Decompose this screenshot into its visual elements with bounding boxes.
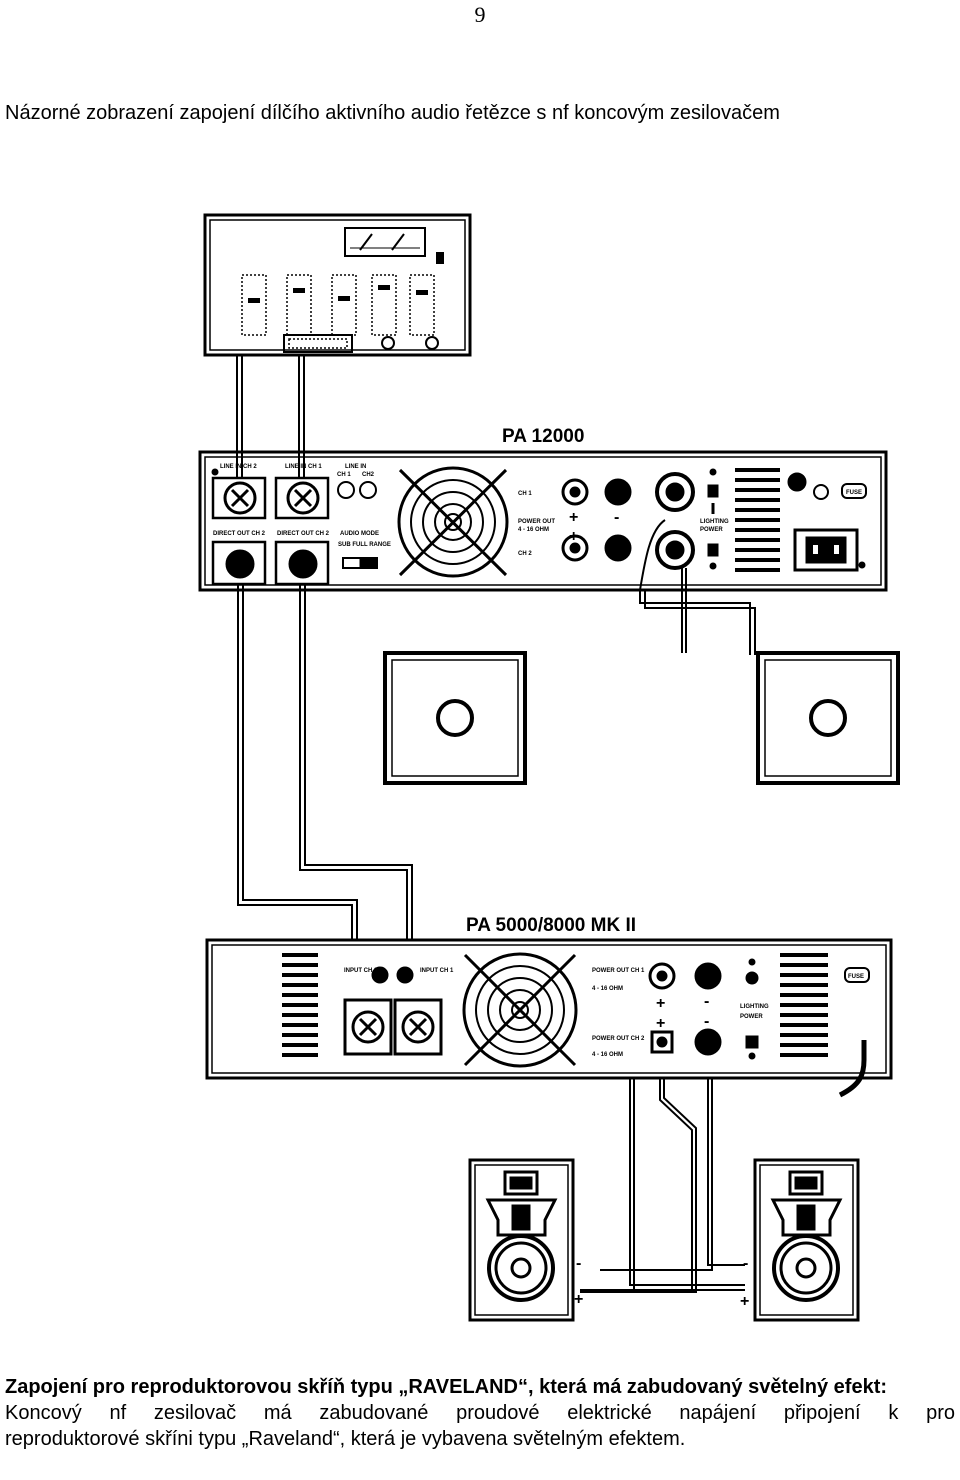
caption-body-line-2: reproduktorové skříni typu „Raveland“, k… <box>5 1428 686 1450</box>
svg-text:LIGHTING: LIGHTING <box>700 519 729 525</box>
svg-text:+: + <box>656 995 665 1012</box>
bottom-amp-title: PA 5000/8000 MK II <box>466 915 636 936</box>
speaker-left <box>468 1158 575 1322</box>
svg-text:INPUT CH 2: INPUT CH 2 <box>344 968 378 974</box>
svg-text:-: - <box>614 509 619 526</box>
svg-text:CH 2: CH 2 <box>518 551 532 557</box>
top-amp-labels: LINE IN CH 2 LINE IN CH 1 LINE IN CH 1 C… <box>213 464 862 557</box>
svg-text:LINE IN: LINE IN <box>345 464 366 470</box>
svg-text:CH 1: CH 1 <box>337 472 351 478</box>
svg-text:-: - <box>743 1255 748 1272</box>
svg-text:4 - 16 OHM: 4 - 16 OHM <box>592 986 623 992</box>
caption-body-line-1: Koncový nf zesilovač má zabudované proud… <box>5 1402 955 1424</box>
svg-text:+: + <box>569 528 578 545</box>
page-heading: Názorné zobrazení zapojení dílčího aktiv… <box>5 102 780 124</box>
speaker-right <box>753 1158 860 1322</box>
svg-text:POWER: POWER <box>700 527 723 533</box>
svg-text:FUSE: FUSE <box>848 974 864 980</box>
svg-text:+: + <box>569 509 578 526</box>
svg-text:+: + <box>656 1015 665 1032</box>
svg-text:-: - <box>704 993 709 1010</box>
svg-text:DIRECT OUT CH 2: DIRECT OUT CH 2 <box>213 531 266 537</box>
svg-text:SUB FULL RANGE: SUB FULL RANGE <box>338 542 391 548</box>
svg-text:-: - <box>614 528 619 545</box>
subwoofer-left <box>383 651 527 785</box>
wiring-diagram: PA 12000 <box>198 213 900 1322</box>
caption: Zapojení pro reproduktorovou skříň typu … <box>5 1374 955 1452</box>
svg-text:-: - <box>576 1255 581 1272</box>
svg-text:LIGHTING: LIGHTING <box>740 1004 769 1010</box>
top-amp-title: PA 12000 <box>502 426 584 447</box>
svg-text:POWER: POWER <box>740 1014 763 1020</box>
bottom-amplifier <box>205 938 893 1098</box>
svg-text:FUSE: FUSE <box>846 490 862 496</box>
top-amplifier <box>198 450 888 592</box>
svg-text:LINE IN CH 2: LINE IN CH 2 <box>220 464 257 470</box>
svg-text:CH2: CH2 <box>362 472 375 478</box>
svg-text:DIRECT OUT CH 2: DIRECT OUT CH 2 <box>277 531 330 537</box>
svg-text:AUDIO MODE: AUDIO MODE <box>340 531 379 537</box>
svg-text:+: + <box>740 1293 749 1310</box>
svg-text:+: + <box>574 1291 583 1308</box>
svg-text:4 - 16 OHM: 4 - 16 OHM <box>518 527 549 533</box>
bottom-amp-labels: INPUT CH 2 INPUT CH 1 POWER OUT CH 1 4 -… <box>344 968 864 1058</box>
cables <box>236 355 756 1293</box>
svg-text:POWER OUT CH 1: POWER OUT CH 1 <box>592 968 645 974</box>
svg-text:-: - <box>704 1013 709 1030</box>
page-number: 9 <box>474 2 486 27</box>
subwoofer-right <box>756 651 900 785</box>
svg-text:4 - 16 OHM: 4 - 16 OHM <box>592 1052 623 1058</box>
caption-bold-line: Zapojení pro reproduktorovou skříň typu … <box>5 1376 888 1398</box>
svg-text:INPUT CH 1: INPUT CH 1 <box>420 968 454 974</box>
svg-text:POWER OUT CH 2: POWER OUT CH 2 <box>592 1036 645 1042</box>
speaker-terminal-signs: - + - + <box>574 1255 749 1310</box>
mixer-unit <box>203 213 472 357</box>
svg-text:POWER OUT: POWER OUT <box>518 519 555 525</box>
svg-text:CH 1: CH 1 <box>518 491 532 497</box>
